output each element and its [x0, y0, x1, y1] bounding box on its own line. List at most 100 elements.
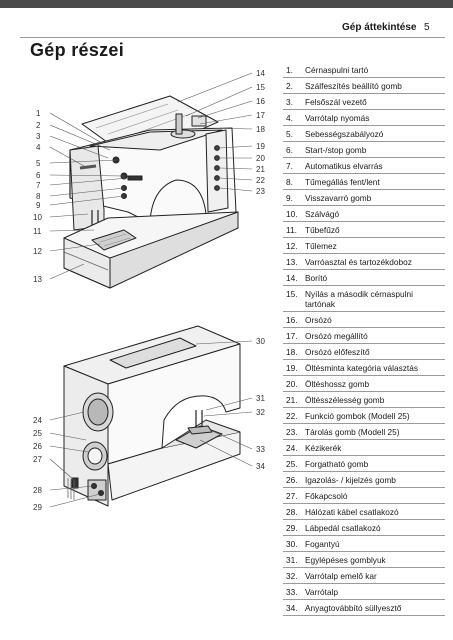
list-item-number: 9. [286, 192, 293, 203]
list-item-text: Öltésszélesség gomb [305, 394, 385, 405]
list-item: 33.Varrótalp [283, 584, 445, 600]
list-item-text: Fogantyú [305, 538, 340, 549]
list-item-number: 19. [286, 362, 298, 373]
callout-6: 6 [36, 171, 41, 180]
page-number: 5 [424, 22, 430, 33]
list-item-text: Egylépéses gomblyuk [305, 554, 386, 565]
callout-15: 15 [256, 83, 265, 92]
list-item: 6. Start-/stop gomb [283, 142, 445, 158]
list-item-text: Kézikerék [305, 442, 342, 453]
list-item-number: 4. [286, 112, 293, 123]
list-item: 1.Cérnaspulni tartó [283, 62, 445, 78]
list-item-number: 2. [286, 80, 293, 91]
list-item-number: 12. [286, 240, 298, 251]
list-item-text: Visszavarró gomb [305, 192, 372, 203]
list-item-text: Automatikus elvarrás [305, 160, 383, 171]
list-item-number: 16. [286, 314, 298, 325]
header-rule [20, 37, 445, 38]
list-item-text: Főkapcsoló [305, 490, 348, 501]
list-item-text: Varrótalp emelő kar [305, 570, 377, 581]
list-item: 26.Igazolás- / kijelzés gomb [283, 472, 445, 488]
list-item: 14.Borító [283, 270, 445, 286]
list-item: 22.Funkció gombok (Modell 25) [283, 408, 445, 424]
list-item-text: Tűmegállás fent/lent [305, 176, 380, 187]
callout-5: 5 [36, 159, 41, 168]
callouts-top-left [49, 112, 129, 280]
list-item-text: Hálózati kábel csatlakozó [305, 506, 399, 517]
list-item: 18.Orsózó előfeszítő [283, 344, 445, 360]
list-item-number: 20. [286, 378, 298, 389]
callout-19: 19 [256, 142, 265, 151]
callout-numbers-bottom-left: 24 25 26 27 28 29 [33, 416, 42, 512]
list-item: 13.Varróasztal és tartozékdoboz [283, 254, 445, 270]
list-item: 19. Öltésminta kategória választás [283, 360, 445, 376]
list-item-text: Tárolás gomb (Modell 25) [305, 426, 400, 437]
list-item: 11.Tűbefűző [283, 222, 445, 238]
list-item-number: 17. [286, 330, 298, 341]
list-item-number: 30. [286, 538, 298, 549]
list-item: 2.Szálfeszítés beállító gomb [283, 78, 445, 94]
callout-33: 33 [256, 445, 265, 454]
list-item-number: 13. [286, 256, 298, 267]
callouts-top-right [177, 72, 253, 192]
list-item: 15. Nyílás a második cérnaspulni tartónak [283, 286, 445, 312]
callout-14: 14 [256, 69, 265, 78]
list-item: 21. Öltésszélesség gomb [283, 392, 445, 408]
list-item: 17.Orsózó megállító [283, 328, 445, 344]
list-item-number: 5. [286, 128, 293, 139]
list-item-text: Sebességszabályozó [305, 128, 384, 139]
machine-rear-view [63, 325, 241, 507]
list-item: 12. Tűlemez [283, 238, 445, 254]
list-item-number: 6. [286, 144, 293, 155]
list-item-number: 21. [286, 394, 298, 405]
list-item-number: 32. [286, 570, 298, 581]
list-item: 7. Automatikus elvarrás [283, 158, 445, 174]
callout-12: 12 [33, 247, 42, 256]
parts-list: 1.Cérnaspulni tartó 2.Szálfeszítés beáll… [283, 62, 445, 616]
list-item: 25.Forgatható gomb [283, 456, 445, 472]
list-item-text: Szálvágó [305, 208, 340, 219]
callout-8: 8 [36, 192, 41, 201]
callout-numbers-top-right: 14 15 16 17 18 19 20 21 22 23 [256, 69, 265, 196]
callout-25: 25 [33, 429, 42, 438]
callout-28: 28 [33, 486, 42, 495]
callout-10: 10 [33, 213, 42, 222]
list-item-text: Funkció gombok (Modell 25) [305, 410, 410, 421]
list-item-number: 14. [286, 272, 298, 283]
list-item-text: Nyílás a második cérnaspulni tartónak [305, 288, 413, 309]
callout-24: 24 [33, 416, 42, 425]
list-item-number: 28. [286, 506, 298, 517]
machine-front-view [63, 95, 239, 289]
list-item: 28. Hálózati kábel csatlakozó [283, 504, 445, 520]
list-item-text: Start-/stop gomb [305, 144, 367, 155]
list-item-text: Öltésminta kategória választás [305, 362, 418, 373]
callouts-bottom-left [49, 411, 101, 508]
callout-18: 18 [256, 125, 265, 134]
list-item-number: 34. [286, 602, 298, 613]
callout-13: 13 [33, 275, 42, 284]
list-item-number: 26. [286, 474, 298, 485]
list-item-number: 31. [286, 554, 298, 565]
list-item: 31. Egylépéses gomblyuk [283, 552, 445, 568]
list-item: 32. Varrótalp emelő kar [283, 568, 445, 584]
list-item-number: 8. [286, 176, 293, 187]
list-item-text: Felsőszál vezető [305, 96, 367, 107]
list-item-text: Tűlemez [305, 240, 337, 251]
callout-numbers-top-left: 1 2 3 4 5 6 7 8 9 10 11 12 13 [33, 109, 42, 284]
callout-20: 20 [256, 154, 265, 163]
list-item-number: 23. [286, 426, 298, 437]
list-item-text: Orsózó [305, 314, 332, 325]
callout-32: 32 [256, 408, 265, 417]
list-item-number: 15. [286, 288, 298, 299]
list-item: 3.Felsőszál vezető [283, 94, 445, 110]
callout-numbers-bottom-right: 30 31 32 33 34 [256, 337, 265, 471]
list-item: 10.Szálvágó [283, 206, 445, 222]
callout-34: 34 [256, 462, 265, 471]
list-item-number: 7. [286, 160, 293, 171]
list-item: 16. Orsózó [283, 312, 445, 328]
list-item: 8. Tűmegállás fent/lent [283, 174, 445, 190]
list-item-text: Varrótalp nyomás [305, 112, 370, 123]
list-item-number: 18. [286, 346, 298, 357]
list-item: 23. Tárolás gomb (Modell 25) [283, 424, 445, 440]
callout-9: 9 [36, 201, 41, 210]
